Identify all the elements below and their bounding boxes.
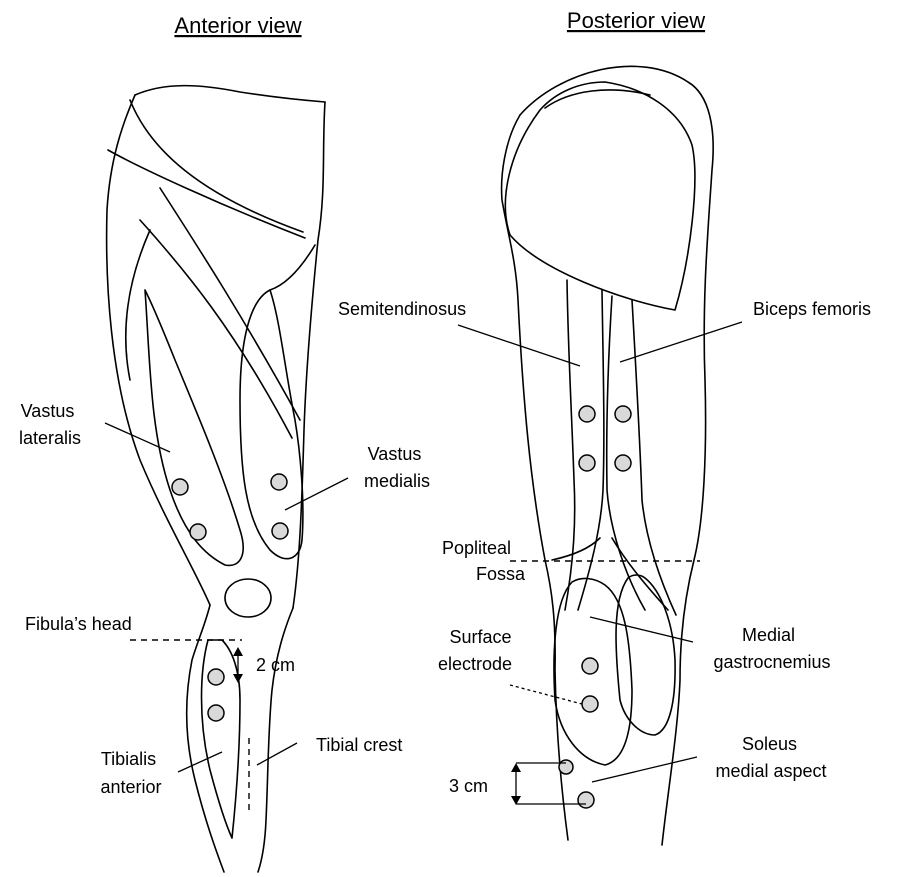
anterior-thigh-medial-edge [293, 102, 325, 608]
label-three-cm: 3 cm [449, 776, 488, 796]
posterior-leg-medial-edge [520, 66, 713, 845]
electrode-soleus-reference [559, 760, 573, 774]
biceps-femoris-leader [620, 322, 742, 362]
electrode-biceps-femoris-1 [615, 406, 631, 422]
label-vastus-lateralis: Vastus lateralis [19, 401, 81, 448]
label-biceps-femoris: Biceps femoris [753, 299, 871, 319]
electrode-vastus-medialis-1 [271, 474, 287, 490]
medial-gastrocnemius-leader [590, 617, 693, 642]
electrode-vastus-lateralis-1 [172, 479, 188, 495]
posterior-view-title: Posterior view [567, 8, 705, 33]
electrode-soleus-1 [578, 792, 594, 808]
anterior-inguinal-line [108, 150, 305, 238]
electrode-vastus-medialis-2 [272, 523, 288, 539]
label-two-cm: 2 cm [256, 655, 295, 675]
patella [225, 579, 271, 617]
label-fibula-head: Fibula’s head [25, 614, 132, 634]
vastus-lateralis-leader [105, 423, 170, 452]
soleus-leader [592, 757, 697, 782]
rectus-femoris-medial-line [270, 245, 315, 290]
anterior-shank-lateral-edge [187, 605, 224, 872]
electrode-tibialis-anterior-1 [208, 669, 224, 685]
posterior-leg-lateral-edge [502, 115, 568, 840]
electrode-medial-gastrocnemius-2 [582, 696, 598, 712]
anterior-hip-top [135, 86, 325, 102]
anterior-view-title: Anterior view [174, 13, 301, 38]
biceps-femoris-medial-line [607, 296, 645, 610]
label-medial-gastrocnemius: Medial gastrocnemius [713, 625, 830, 672]
electrode-medial-gastrocnemius-1 [582, 658, 598, 674]
biceps-femoris-lateral-line [632, 300, 676, 615]
vastus-medialis-leader [285, 478, 348, 510]
label-soleus-medial-aspect: Soleus medial aspect [715, 734, 826, 781]
electrode-tibialis-anterior-2 [208, 705, 224, 721]
label-vastus-medialis: Vastus medialis [364, 444, 430, 491]
anterior-shank-medial-edge [258, 608, 293, 872]
label-semitendinosus: Semitendinosus [338, 299, 466, 319]
two-cm-arrow [233, 647, 243, 683]
electrode-biceps-femoris-2 [615, 455, 631, 471]
three-cm-arrow [511, 763, 586, 805]
tibialis-anterior-leader [178, 752, 222, 772]
anterior-iliac-curve [130, 100, 303, 232]
surface-electrode-dotted-leader [510, 685, 582, 704]
posterior-leg [502, 66, 714, 845]
electrode-semitendinosus-2 [579, 455, 595, 471]
label-tibial-crest: Tibial crest [316, 735, 402, 755]
label-tibialis-anterior: Tibialis anterior [100, 749, 161, 797]
label-surface-electrode: Surface electrode [438, 627, 517, 674]
tibial-crest-leader [257, 743, 297, 765]
gluteal-region [505, 82, 694, 310]
electrode-semitendinosus-1 [579, 406, 595, 422]
electrode-vastus-lateralis-2 [190, 524, 206, 540]
lateral-gastrocnemius-muscle [616, 575, 675, 735]
semitendinosus-medial-line [578, 290, 604, 610]
